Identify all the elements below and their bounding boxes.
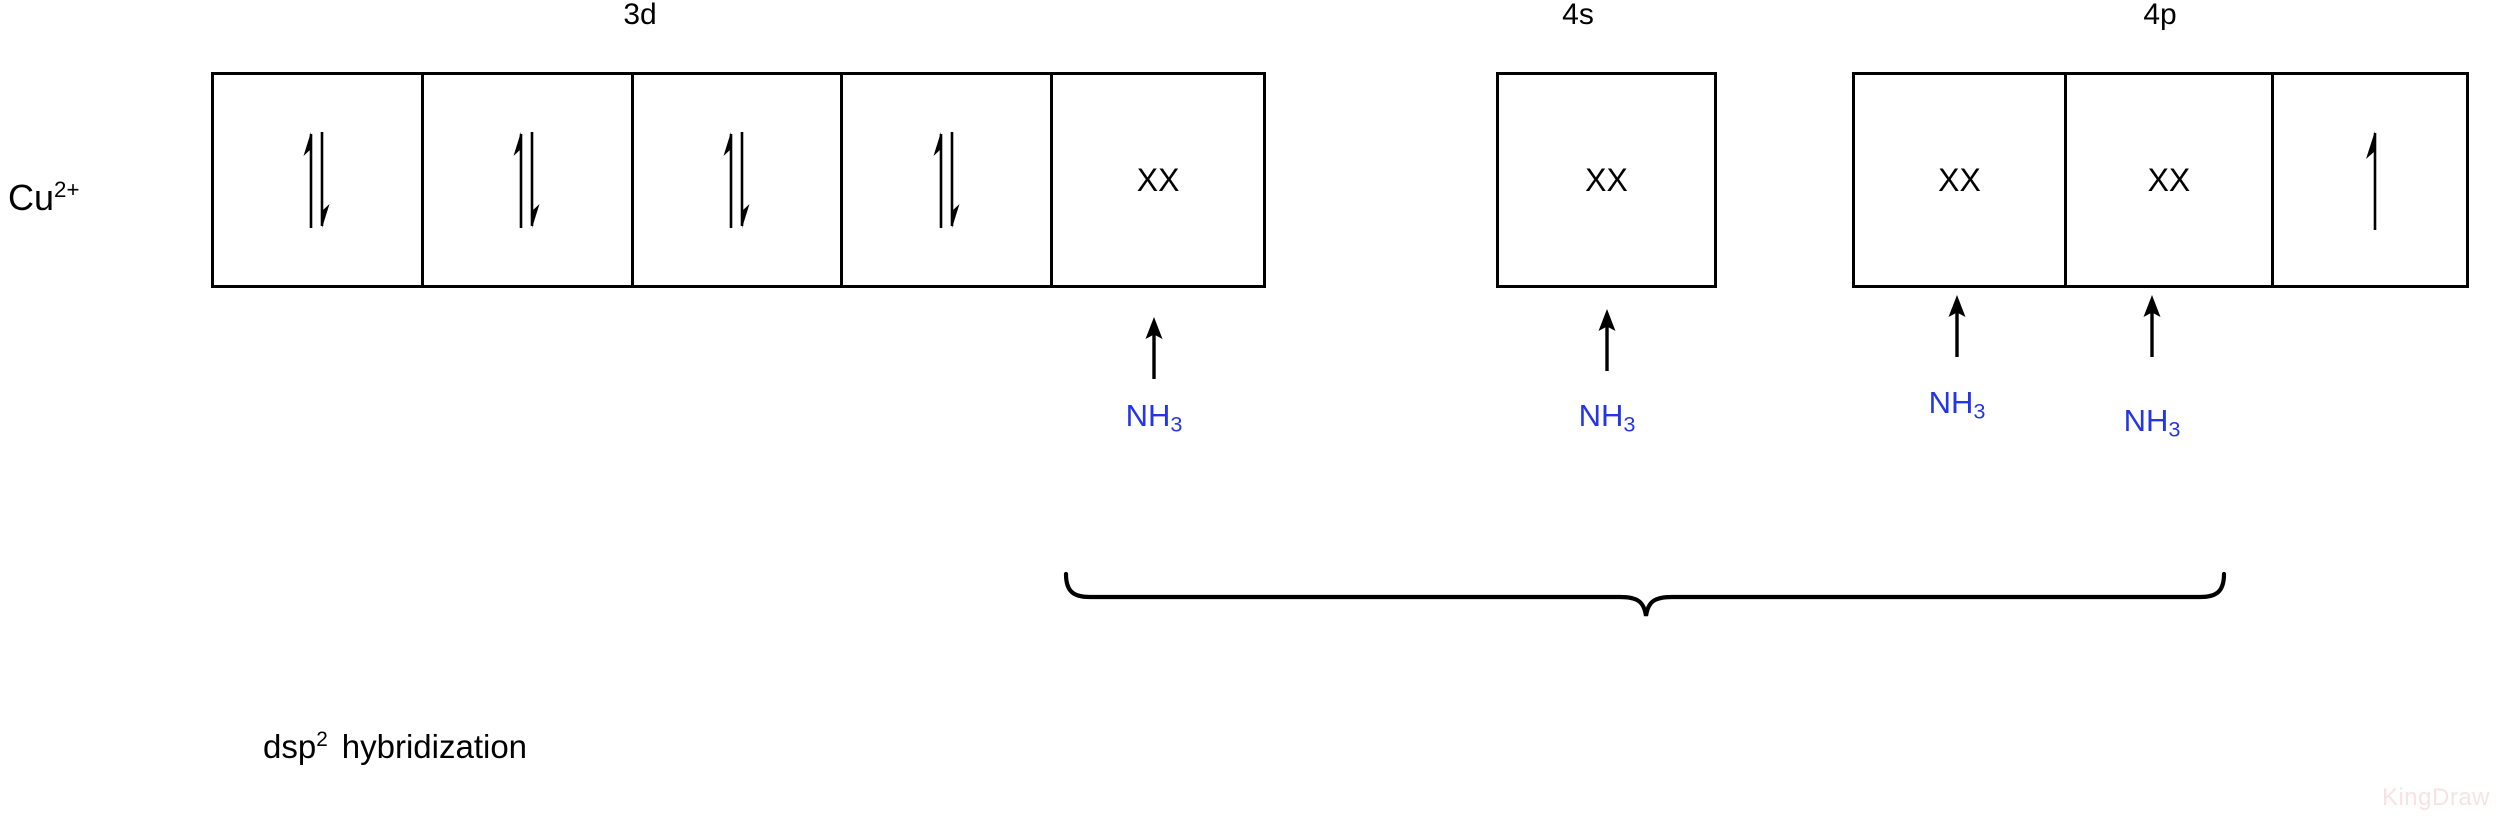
orbital-box-3d-3[interactable] <box>634 75 844 285</box>
hybridization-base: dsp <box>262 728 317 765</box>
ligand-formula: NH <box>1578 398 1624 433</box>
donated-pair-marker: XX <box>2147 162 2191 198</box>
orbital-box-3d-4[interactable] <box>843 75 1054 285</box>
ligand-subscript: 3 <box>1623 411 1636 437</box>
paired-electron-arrows-icon <box>303 132 330 228</box>
donated-pair-marker: XX <box>1136 162 1180 198</box>
shell-header-4p: 4p <box>2143 0 2177 31</box>
orbital-box-4p-1[interactable]: XX <box>1855 75 2067 285</box>
watermark: KingDraw <box>2381 784 2490 811</box>
ligand-label-4p-2: NH3 <box>2072 403 2232 442</box>
orbital-box-4p-3[interactable] <box>2274 75 2466 285</box>
up-arrow-icon <box>1598 309 1616 371</box>
orbital-box-3d-2[interactable] <box>424 75 634 285</box>
hybridization-brace <box>1063 571 2227 617</box>
hybridization-exponent: 2 <box>316 728 328 751</box>
hybridization-word: hybridization <box>341 728 528 765</box>
donated-pair-marker: XX <box>1938 162 1981 198</box>
paired-electron-arrows-icon <box>513 132 540 228</box>
ligand-label-4p-1: NH3 <box>1877 385 2037 424</box>
orbital-row-4p: XX XX <box>1852 72 2469 288</box>
shell-header-3d: 3d <box>623 0 657 31</box>
up-arrow-icon <box>1145 317 1163 379</box>
orbital-box-3d-5[interactable]: XX <box>1053 75 1263 285</box>
donation-arrow-4p-1 <box>1944 295 1970 357</box>
donation-arrow-4p-2 <box>2139 295 2165 357</box>
single-electron-arrow-icon <box>2365 131 2377 230</box>
ligand-label-3d-5: NH3 <box>1074 398 1234 437</box>
orbital-box-4p-2[interactable]: XX <box>2067 75 2274 285</box>
ion-label: Cu2+ <box>8 177 79 219</box>
ion-symbol: Cu <box>8 177 55 218</box>
ligand-label-4s-1: NH3 <box>1527 398 1687 437</box>
ligand-subscript: 3 <box>1973 398 1986 424</box>
orbital-box-4s-1[interactable]: XX <box>1499 75 1714 285</box>
orbital-row-3d: XX <box>211 72 1266 288</box>
orbital-row-4s: XX <box>1496 72 1717 288</box>
orbital-box-3d-1[interactable] <box>214 75 424 285</box>
hybridization-caption: dsp2 hybridization <box>0 728 2500 766</box>
ligand-subscript: 3 <box>1170 411 1183 437</box>
paired-electron-arrows-icon <box>933 132 960 228</box>
up-arrow-icon <box>1948 295 1966 357</box>
shell-header-4s: 4s <box>1562 0 1594 31</box>
ion-charge: 2+ <box>54 177 80 202</box>
donated-pair-marker: XX <box>1585 162 1628 198</box>
ligand-formula: NH <box>1928 385 1974 420</box>
donation-arrow-4s-1 <box>1594 309 1620 371</box>
paired-electron-arrows-icon <box>723 132 750 228</box>
ligand-subscript: 3 <box>2168 416 2181 442</box>
up-arrow-icon <box>2143 295 2161 357</box>
ligand-formula: NH <box>1125 398 1171 433</box>
ligand-formula: NH <box>2123 403 2169 438</box>
donation-arrow-3d-5 <box>1141 317 1167 379</box>
